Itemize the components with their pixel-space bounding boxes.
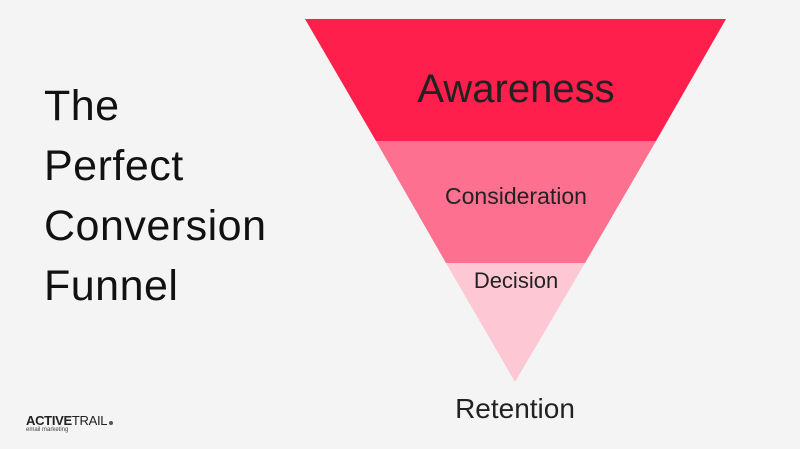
page-title: The Perfect Conversion Funnel (44, 76, 267, 316)
title-line: Conversion (44, 202, 267, 250)
logo-dot-icon (109, 421, 114, 425)
stage-label-retention: Retention (455, 393, 575, 424)
funnel-stage-decision (446, 263, 585, 382)
activetrail-logo: ACTIVETRAIL email marketing (26, 413, 114, 433)
stage-label-awareness: Awareness (417, 67, 614, 111)
title-line: Perfect (44, 142, 184, 190)
logo-light-text: TRAIL (71, 413, 108, 428)
stage-label-decision: Decision (474, 268, 558, 293)
funnel-stage-consideration (376, 141, 656, 263)
logo-bold-text: ACTIVE (26, 413, 72, 428)
logo-tagline: email marketing (26, 427, 69, 433)
title-line: The (44, 82, 120, 130)
stage-label-consideration: Consideration (445, 183, 587, 209)
title-line: Funnel (44, 262, 179, 310)
funnel-stage-awareness (305, 19, 726, 141)
